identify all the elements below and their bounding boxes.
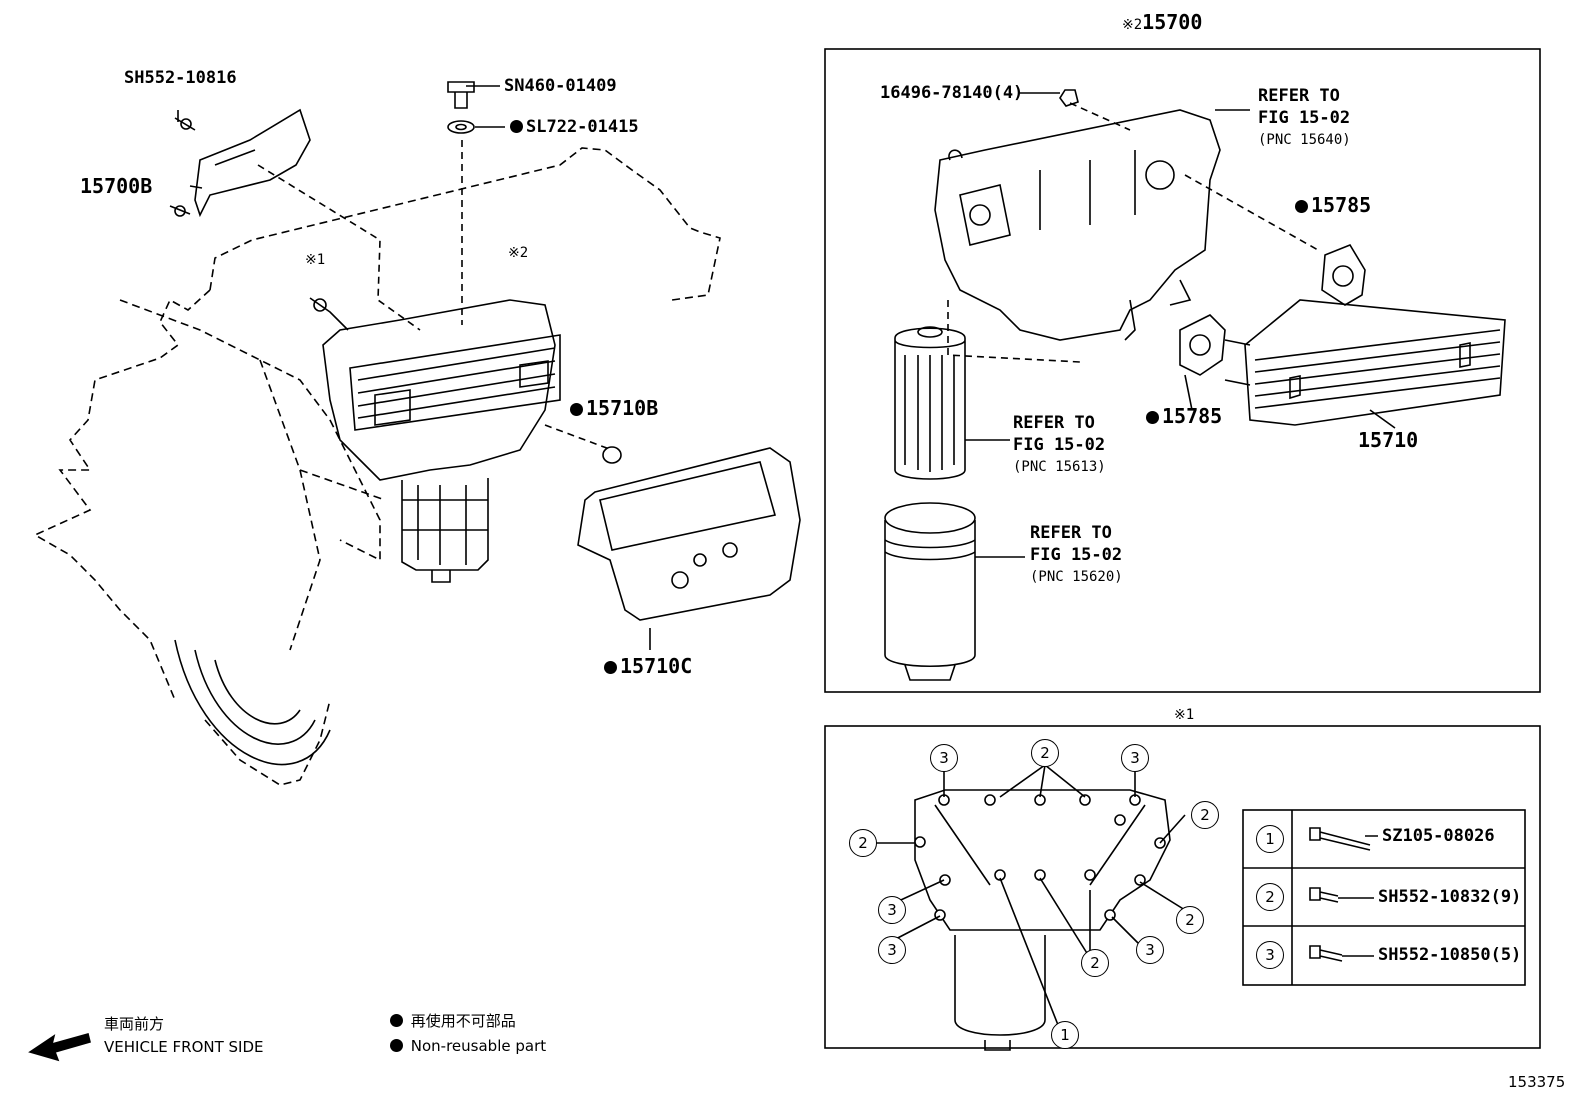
- non-reusable-dot-icon: [1146, 411, 1159, 424]
- label-15785-upper: 15785: [1295, 195, 1371, 215]
- refer-line3: (PNC 15613): [1013, 459, 1106, 475]
- legend-text: Non-reusable part: [410, 1037, 547, 1055]
- legend-text: 再使用不可部品: [410, 1012, 516, 1030]
- box-bolt-16496: [1059, 89, 1079, 107]
- non-reusable-dot-icon: [570, 403, 583, 416]
- non-reusable-dot-icon: [390, 1039, 403, 1052]
- leader-bracket: [257, 164, 421, 331]
- label-text: 15710B: [586, 396, 659, 420]
- callout-3: 3: [930, 744, 958, 772]
- non-reusable-dot-icon: [510, 120, 523, 133]
- leader-oring: [544, 424, 613, 451]
- gasket-15710c: [577, 447, 801, 621]
- label-15710b: 15710B: [570, 398, 658, 418]
- label-sh552-10816: SH552-10816: [124, 68, 237, 88]
- callout-3: 3: [878, 936, 906, 964]
- label-text: 15785: [1311, 193, 1372, 217]
- legend-part-1: SZ105-08026: [1382, 826, 1495, 846]
- callout-1: 1: [1051, 1021, 1079, 1049]
- cooler-housing: [322, 299, 556, 481]
- refer-line2: FIG 15-02: [1030, 545, 1123, 565]
- refer-15613: REFER TO FIG 15-02 (PNC 15613): [1013, 412, 1106, 478]
- cooler-element-15710: [1244, 299, 1506, 426]
- legend-num-2: 2: [1256, 883, 1284, 911]
- leader-box-bolt: [1069, 102, 1131, 131]
- label-sl722-01415: SL722-01415: [510, 119, 639, 136]
- box-detail-mark: ※1: [1174, 707, 1195, 723]
- refer-line1: REFER TO: [1258, 86, 1340, 106]
- mark: ※2: [1122, 17, 1143, 33]
- filter-element: [894, 327, 966, 480]
- box-cooler-housing: [934, 109, 1221, 341]
- label-mark2: ※2: [508, 245, 529, 261]
- assembly-box-15700: [824, 48, 1541, 693]
- bracket-15700b: [194, 108, 311, 218]
- drawing-number: 153375: [1508, 1073, 1566, 1091]
- legend-num-3: 3: [1256, 941, 1284, 969]
- refer-15620: REFER TO FIG 15-02 (PNC 15620): [1030, 522, 1123, 588]
- label-sn460-01409: SN460-01409: [504, 76, 617, 96]
- refer-15640: REFER TO FIG 15-02 (PNC 15640): [1258, 85, 1351, 151]
- front-label-jp: 車両前方: [104, 1015, 165, 1033]
- cooler-filter-housing: [401, 478, 489, 571]
- bolt-detail-housing: [914, 789, 1171, 931]
- callout-3: 3: [1136, 936, 1164, 964]
- callout-2: 2: [1081, 949, 1109, 977]
- label-15710c: 15710C: [604, 656, 692, 676]
- label-mark1: ※1: [305, 252, 326, 268]
- non-reusable-dot-icon: [1295, 200, 1308, 213]
- bolt-detail-box: [824, 725, 1541, 1049]
- callout-2: 2: [849, 829, 877, 857]
- legend-part-2: SH552-10832(9): [1378, 887, 1522, 907]
- refer-line3: (PNC 15620): [1030, 569, 1123, 585]
- nonreuse-legend-en: Non-reusable part: [390, 1039, 546, 1054]
- label-text: SL722-01415: [526, 117, 639, 137]
- label-15710: 15710: [1358, 428, 1419, 452]
- refer-line2: FIG 15-02: [1258, 108, 1351, 128]
- callout-2: 2: [1176, 906, 1204, 934]
- title-text: 15700: [1142, 10, 1203, 34]
- label-15700b: 15700B: [80, 174, 153, 198]
- callout-2: 2: [1031, 739, 1059, 767]
- leader-box-filter: [947, 300, 1081, 363]
- legend-part-3: SH552-10850(5): [1378, 945, 1522, 965]
- label-text: 15785: [1162, 404, 1223, 428]
- front-arrow: [28, 1033, 91, 1062]
- bolt-legend-table: [1242, 809, 1526, 986]
- front-label-en: VEHICLE FRONT SIDE: [104, 1038, 264, 1056]
- gasket-15785-lower: [1179, 314, 1226, 376]
- gasket-15785-upper: [1321, 244, 1366, 306]
- engine-pulley: [174, 639, 331, 766]
- box-15700-title: ※215700: [1122, 12, 1202, 32]
- nonreuse-legend-jp: 再使用不可部品: [390, 1014, 516, 1029]
- label-text: 15710C: [620, 654, 693, 678]
- refer-line1: REFER TO: [1030, 523, 1112, 543]
- engine-block-dash: [119, 299, 386, 651]
- label-15785-lower: 15785: [1146, 406, 1222, 426]
- refer-line2: FIG 15-02: [1013, 435, 1106, 455]
- refer-line3: (PNC 15640): [1258, 132, 1351, 148]
- drain-plug: [447, 81, 475, 109]
- callout-2: 2: [1191, 801, 1219, 829]
- non-reusable-dot-icon: [390, 1014, 403, 1027]
- engine-outline: [33, 147, 721, 786]
- label-16496-78140: 16496-78140(4): [880, 83, 1024, 103]
- callout-3: 3: [1121, 744, 1149, 772]
- leader-box-gasket: [1184, 174, 1319, 251]
- filter-cap: [884, 520, 976, 667]
- callout-3: 3: [878, 896, 906, 924]
- o-ring-15710b: [602, 446, 622, 464]
- non-reusable-dot-icon: [604, 661, 617, 674]
- legend-num-1: 1: [1256, 825, 1284, 853]
- refer-line1: REFER TO: [1013, 413, 1095, 433]
